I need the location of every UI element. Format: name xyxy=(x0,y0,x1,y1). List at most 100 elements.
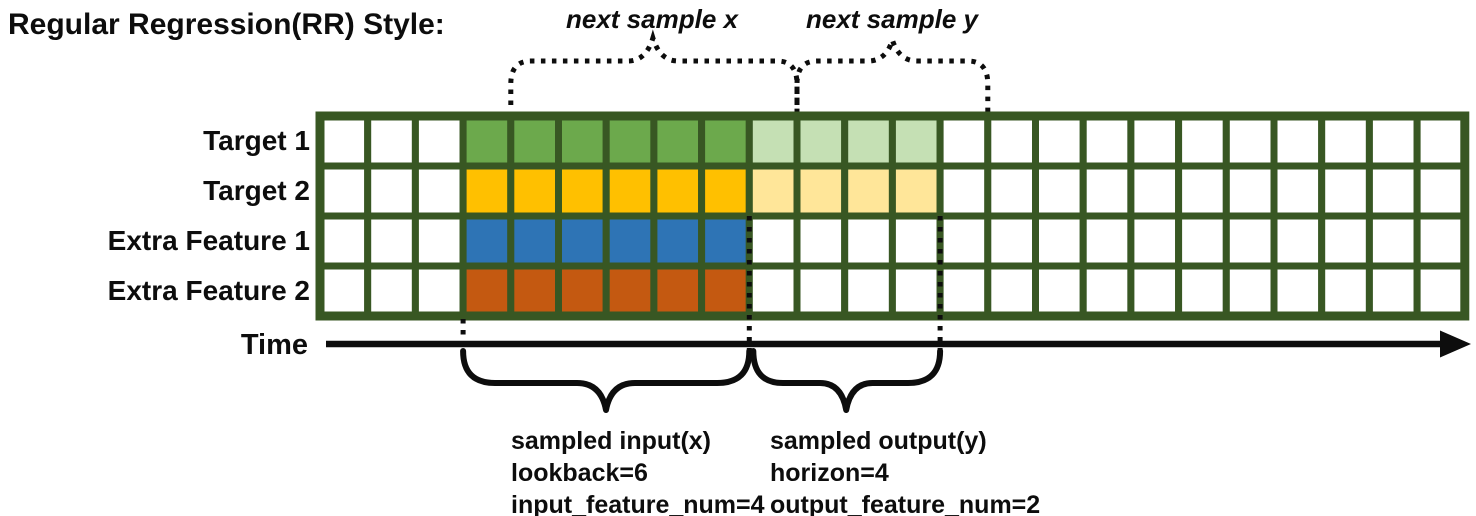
grid-cell xyxy=(1079,262,1135,320)
grid-cell xyxy=(888,212,944,270)
grid-cell xyxy=(507,212,562,270)
row-label-target-1: Target 1 xyxy=(203,125,310,156)
sampled-input-line-1: sampled input(x) xyxy=(511,427,711,455)
grid-cell xyxy=(411,112,467,170)
grid-cell xyxy=(984,212,1039,270)
grid-cell xyxy=(936,112,992,170)
grid-cell xyxy=(1175,112,1230,170)
grid-cell xyxy=(888,162,944,220)
sample-grid xyxy=(316,112,1469,320)
grid-cell xyxy=(555,112,610,170)
grid-cell xyxy=(316,262,372,320)
grid-cell xyxy=(1413,162,1469,220)
time-axis-arrowhead-icon xyxy=(1440,330,1471,358)
grid-cell xyxy=(1365,262,1421,320)
grid-cell xyxy=(1365,112,1421,170)
grid-cell xyxy=(1175,212,1230,270)
grid-cell xyxy=(602,162,658,220)
grid-cell xyxy=(841,262,896,320)
grid-cell xyxy=(1127,162,1183,220)
grid-cell xyxy=(841,212,896,270)
grid-cell xyxy=(364,212,419,270)
grid-cell xyxy=(1318,212,1373,270)
grid-cell xyxy=(1222,212,1278,270)
grid-cell xyxy=(1318,262,1373,320)
grid-cell xyxy=(841,162,896,220)
grid-cell xyxy=(698,112,753,170)
grid-cell xyxy=(555,262,610,320)
grid-cell xyxy=(459,162,515,220)
grid-cell xyxy=(459,212,515,270)
time-axis-label: Time xyxy=(241,329,308,361)
grid-cell xyxy=(1365,212,1421,270)
grid-cell xyxy=(745,112,801,170)
grid-cell xyxy=(602,112,658,170)
grid-cell xyxy=(364,162,419,220)
next-sample-x-label: next sample x xyxy=(566,4,740,34)
grid-cell xyxy=(1318,112,1373,170)
grid-cell xyxy=(793,112,849,170)
grid-cell xyxy=(1413,212,1469,270)
grid-cell xyxy=(1270,112,1326,170)
next-sample-y-label: next sample y xyxy=(806,4,980,34)
grid-outline xyxy=(315,111,1470,321)
grid-cell xyxy=(602,212,658,270)
grid-cell xyxy=(316,112,372,170)
grid-cell xyxy=(555,212,610,270)
grid-cell xyxy=(698,262,753,320)
grid-cell xyxy=(316,162,372,220)
grid-cell xyxy=(888,112,944,170)
grid-cell xyxy=(1032,262,1087,320)
grid-cell xyxy=(936,212,992,270)
diagram-title: Regular Regression(RR) Style: xyxy=(8,8,445,41)
grid-cell xyxy=(1079,212,1135,270)
grid-cell xyxy=(698,212,753,270)
grid-cell xyxy=(841,112,896,170)
grid-cell xyxy=(984,262,1039,320)
grid-cell xyxy=(984,112,1039,170)
grid-cell xyxy=(1222,262,1278,320)
grid-cell xyxy=(1032,112,1087,170)
grid-cell xyxy=(411,212,467,270)
grid-cell xyxy=(1175,262,1230,320)
sampled-input-brace xyxy=(460,348,753,413)
grid-cell xyxy=(316,212,372,270)
grid-cell xyxy=(507,162,562,220)
grid-cell xyxy=(745,262,801,320)
grid-cell xyxy=(984,162,1039,220)
sampled-output-annotation: sampled output(y) horizon=4 output_featu… xyxy=(770,427,1040,516)
sampled-input-line-2: lookback=6 xyxy=(511,459,648,487)
grid-cell xyxy=(650,262,706,320)
grid-cell xyxy=(698,162,753,220)
grid-cell xyxy=(1175,162,1230,220)
grid-cell xyxy=(793,262,849,320)
grid-cell xyxy=(555,162,610,220)
grid-cell xyxy=(1270,162,1326,220)
grid-cell xyxy=(411,262,467,320)
grid-cell xyxy=(936,262,992,320)
grid-cell xyxy=(1079,112,1135,170)
sampled-input-line-3: input_feature_num=4 xyxy=(511,491,765,516)
grid-cell xyxy=(650,212,706,270)
grid-cell xyxy=(364,112,419,170)
grid-cell xyxy=(1127,262,1183,320)
grid-cell xyxy=(507,262,562,320)
grid-cell xyxy=(602,262,658,320)
grid-cell xyxy=(650,112,706,170)
grid-cell xyxy=(793,162,849,220)
grid-cell xyxy=(936,162,992,220)
grid-cell xyxy=(1032,212,1087,270)
grid-cell xyxy=(650,162,706,220)
sampled-input-annotation: sampled input(x) lookback=6 input_featur… xyxy=(511,427,765,516)
next-sample-y-brace xyxy=(794,31,991,116)
grid-cell xyxy=(1032,162,1087,220)
row-label-extra-feature-2: Extra Feature 2 xyxy=(108,275,310,306)
sampled-output-line-2: horizon=4 xyxy=(770,459,889,487)
grid-cell xyxy=(745,162,801,220)
row-label-target-2: Target 2 xyxy=(203,175,310,206)
sampled-output-brace xyxy=(750,348,944,413)
sampled-output-line-1: sampled output(y) xyxy=(770,427,987,455)
grid-cell xyxy=(1079,162,1135,220)
grid-cell xyxy=(1127,112,1183,170)
grid-cell xyxy=(888,262,944,320)
